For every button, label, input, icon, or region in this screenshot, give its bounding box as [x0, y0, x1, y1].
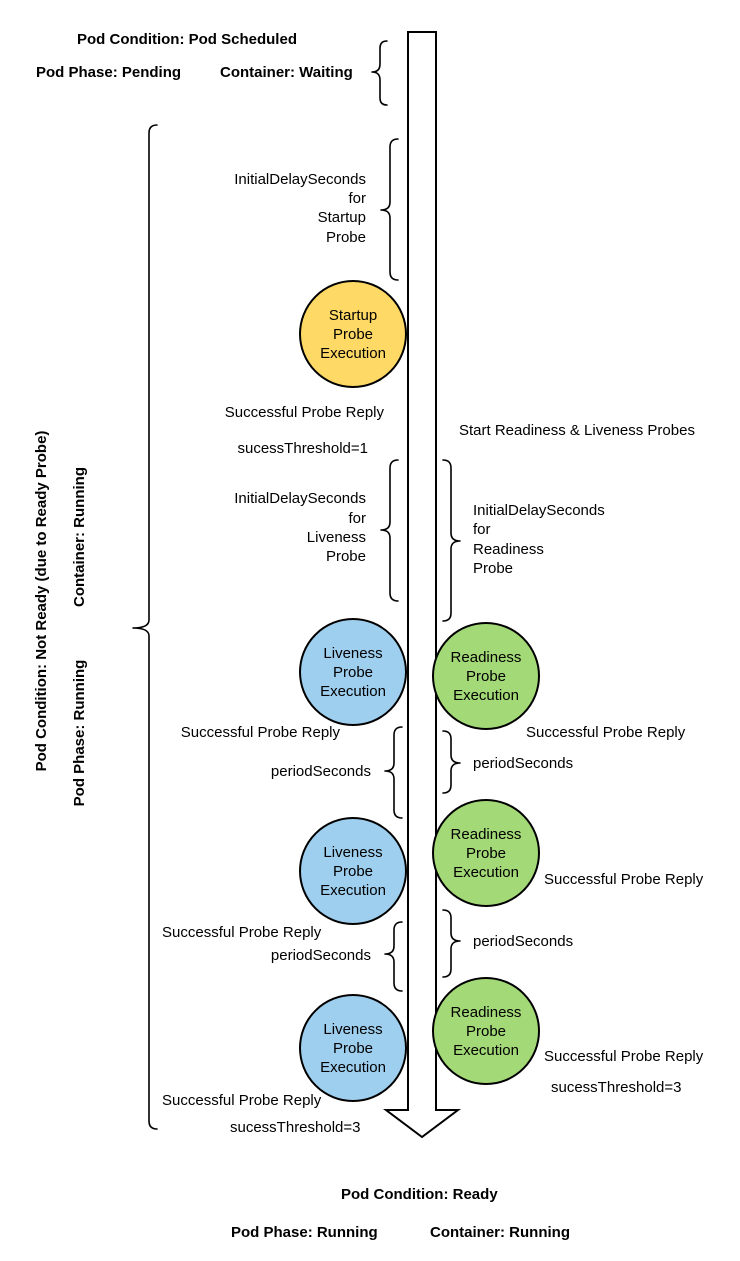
- header-brace: [371, 40, 388, 106]
- liveness-circle-1-line-3: Execution: [320, 683, 386, 700]
- liveness-probe-circle-1: [299, 618, 407, 726]
- readiness-delay-line-1: InitialDelaySeconds: [473, 502, 605, 519]
- startup-delay-line-1: InitialDelaySeconds: [234, 171, 366, 188]
- startup-success-reply: Successful Probe Reply: [225, 404, 385, 421]
- readiness-success-reply-2: Successful Probe Reply: [544, 871, 704, 888]
- readiness-delay-line-4: Probe: [473, 560, 513, 577]
- liveness-period-label-1: periodSeconds: [271, 763, 371, 780]
- liveness-success-threshold: sucessThreshold=3: [230, 1119, 361, 1136]
- startup-circle-line-1: Startup: [329, 307, 377, 324]
- liveness-delay-line-2: for: [348, 510, 366, 527]
- startup-delay-brace: [380, 138, 399, 281]
- startup-circle-line-2: Probe: [333, 326, 373, 343]
- readiness-circle-1-line-1: Readiness: [451, 649, 522, 666]
- readiness-probe-circle-1: [432, 622, 540, 730]
- startup-success-threshold: sucessThreshold=1: [238, 440, 369, 457]
- liveness-circle-2-line-3: Execution: [320, 882, 386, 899]
- readiness-success-threshold: sucessThreshold=3: [551, 1079, 682, 1096]
- left-big-brace: [132, 124, 158, 1130]
- readiness-circle-3-line-1: Readiness: [451, 1004, 522, 1021]
- readiness-delay-brace: [442, 459, 461, 622]
- liveness-probe-circle-3: [299, 994, 407, 1102]
- startup-probe-circle: [299, 280, 407, 388]
- liveness-delay-brace: [380, 459, 399, 602]
- readiness-delay-line-2: for: [473, 521, 491, 538]
- readiness-circle-3-line-3: Execution: [453, 1042, 519, 1059]
- readiness-success-reply-3: Successful Probe Reply: [544, 1048, 704, 1065]
- liveness-circle-1-line-1: Liveness: [323, 645, 382, 662]
- readiness-circle-2-line-3: Execution: [453, 864, 519, 881]
- readiness-circle-1-line-2: Probe: [466, 668, 506, 685]
- liveness-circle-3-line-1: Liveness: [323, 1021, 382, 1038]
- liveness-success-reply-2: Successful Probe Reply: [162, 924, 322, 941]
- start-readiness-liveness-label: Start Readiness & Liveness Probes: [459, 422, 695, 439]
- readiness-circle-2-line-1: Readiness: [451, 826, 522, 843]
- readiness-period-brace-1: [442, 730, 461, 794]
- startup-circle-line-3: Execution: [320, 345, 386, 362]
- liveness-period-label-2: periodSeconds: [271, 947, 371, 964]
- liveness-delay-line-1: InitialDelaySeconds: [234, 490, 366, 507]
- footer-pod-condition: Pod Condition: Ready: [341, 1186, 498, 1203]
- footer-container: Container: Running: [430, 1224, 570, 1241]
- liveness-circle-3-line-2: Probe: [333, 1040, 373, 1057]
- liveness-delay-line-4: Probe: [326, 548, 366, 565]
- startup-delay-line-3: Startup: [318, 209, 366, 226]
- startup-delay-line-2: for: [348, 190, 366, 207]
- readiness-period-brace-2: [442, 909, 461, 978]
- timeline-arrow: [383, 31, 461, 1139]
- liveness-success-reply-3: Successful Probe Reply: [162, 1092, 322, 1109]
- liveness-circle-3-line-3: Execution: [320, 1059, 386, 1076]
- left-pod-condition: Pod Condition: Not Ready (due to Ready P…: [33, 431, 50, 772]
- footer-pod-phase: Pod Phase: Running: [231, 1224, 378, 1241]
- readiness-probe-circle-2: [432, 799, 540, 907]
- liveness-circle-2-line-1: Liveness: [323, 844, 382, 861]
- header-container: Container: Waiting: [220, 64, 353, 81]
- readiness-circle-2-line-2: Probe: [466, 845, 506, 862]
- readiness-success-reply-1: Successful Probe Reply: [526, 724, 686, 741]
- liveness-delay-line-3: Liveness: [307, 529, 366, 546]
- readiness-circle-3-line-2: Probe: [466, 1023, 506, 1040]
- readiness-period-label-1: periodSeconds: [473, 755, 573, 772]
- startup-delay-line-4: Probe: [326, 229, 366, 246]
- readiness-delay-line-3: Readiness: [473, 541, 544, 558]
- readiness-circle-1-line-3: Execution: [453, 687, 519, 704]
- left-pod-phase: Pod Phase: Running: [71, 660, 88, 807]
- readiness-period-label-2: periodSeconds: [473, 933, 573, 950]
- liveness-period-brace-2: [384, 921, 403, 992]
- left-container-state: Container: Running: [71, 467, 88, 607]
- liveness-circle-1-line-2: Probe: [333, 664, 373, 681]
- readiness-probe-circle-3: [432, 977, 540, 1085]
- liveness-success-reply-1: Successful Probe Reply: [181, 724, 341, 741]
- header-pod-condition: Pod Condition: Pod Scheduled: [77, 31, 297, 48]
- liveness-circle-2-line-2: Probe: [333, 863, 373, 880]
- liveness-probe-circle-2: [299, 817, 407, 925]
- liveness-period-brace-1: [384, 726, 403, 819]
- header-pod-phase: Pod Phase: Pending: [36, 64, 181, 81]
